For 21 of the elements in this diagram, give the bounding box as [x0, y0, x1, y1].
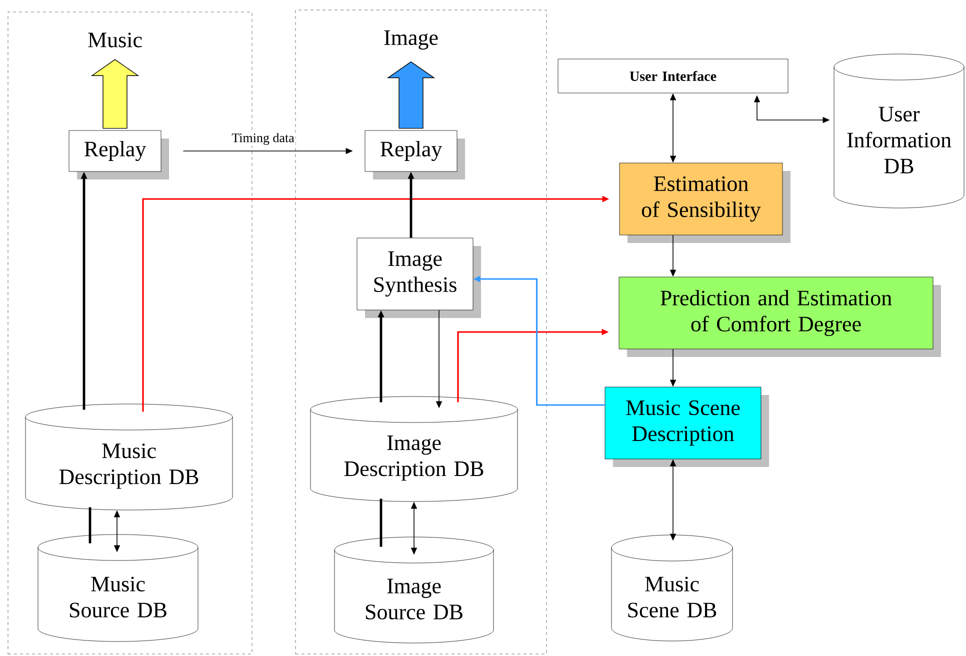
connector-line: [380, 498, 382, 547]
process-box: Prediction and Estimation of Comfort Degree: [618, 276, 941, 357]
process-box: Replay: [364, 130, 465, 180]
heading: Image: [384, 30, 438, 50]
block-arrow: [386, 61, 436, 129]
database-cylinder: Image Description DB: [310, 396, 518, 502]
process-box: Replay: [68, 130, 169, 180]
process-box: User Interface: [558, 58, 788, 94]
database-cylinder: Music Description DB: [25, 404, 233, 510]
connector-line: [88, 507, 92, 544]
process-box: Music Scene Description: [604, 386, 769, 467]
block-arrow: [90, 59, 140, 129]
database-cylinder: Music Source DB: [38, 534, 198, 642]
heading: Music: [88, 32, 142, 48]
process-box: Estimation of Sensibility: [619, 162, 790, 243]
edge-label: Timing data: [230, 132, 296, 146]
database-cylinder: User Information DB: [834, 54, 964, 208]
database-cylinder: Image Source DB: [334, 536, 494, 644]
database-cylinder: Music Scene DB: [611, 534, 733, 642]
group-frame: [295, 10, 547, 654]
process-box: Image Synthesis: [356, 238, 481, 318]
